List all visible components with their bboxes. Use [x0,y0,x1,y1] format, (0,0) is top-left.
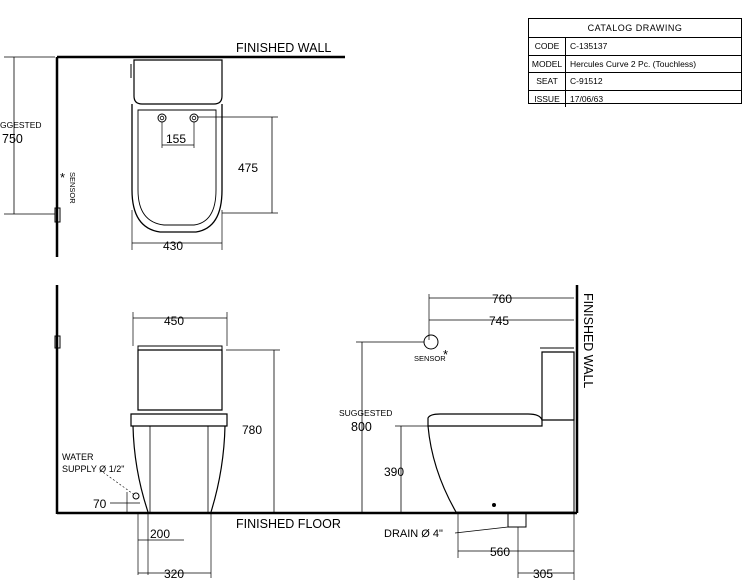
sensor-side-label: SENSOR [414,354,446,363]
top-view [4,55,345,257]
catalog-key: CODE [529,38,566,55]
suggested-left-value: 750 [2,132,23,146]
catalog-title-block: CATALOG DRAWING CODE C-135137 MODEL Herc… [528,18,742,107]
catalog-key: SEAT [529,73,566,90]
catalog-value: 17/06/63 [570,93,604,104]
front-view [54,285,440,578]
sensor-box-top [54,207,61,223]
bowl-top [131,104,223,233]
catalog-value: C-135137 [570,41,608,51]
catalog-title: CATALOG DRAWING [529,19,741,38]
finished-wall-top-label: FINISHED WALL [236,41,331,55]
catalog-row-seat: SEAT C-91512 [529,73,741,91]
drawing-text: FINISHED WALL FINISHED FLOOR FINISHED WA… [0,41,595,580]
dim-155: 155 [166,132,186,146]
water-supply-line1: WATER [62,452,94,462]
dim-745: 745 [489,314,509,328]
dim-390: 390 [384,465,404,479]
dim-70: 70 [93,497,107,511]
suggested-left-label: GGESTED [0,120,42,130]
side-view [356,285,579,580]
dim-560: 560 [490,545,510,559]
catalog-value: Hercules Curve 2 Pc. (Touchless) [570,58,697,69]
dim-305: 305 [533,567,553,580]
finished-floor-label: FINISHED FLOOR [236,517,341,531]
suggested-side-label: SUGGESTED [339,408,392,418]
catalog-row-code: CODE C-135137 [529,38,741,56]
catalog-row-model: MODEL Hercules Curve 2 Pc. (Touchless) [529,55,741,73]
dim-780: 780 [242,423,262,437]
sensor-asterisk-top: * [60,170,65,185]
drain-label: DRAIN Ø 4" [384,528,443,540]
dim-760: 760 [492,292,512,306]
dim-450: 450 [164,314,184,328]
tank-front [137,349,223,411]
suggested-side-value: 800 [351,420,372,434]
dim-200: 200 [150,527,170,541]
dim-475: 475 [238,161,258,175]
catalog-row-issue: ISSUE 17/06/63 [529,90,741,107]
sensor-top-label: SENSOR [68,172,77,204]
sensor-asterisk-side: * [443,347,448,362]
dim-430: 430 [163,239,183,253]
catalog-key: ISSUE [529,90,566,107]
finished-wall-side-label: FINISHED WALL [581,293,595,388]
dim-320: 320 [164,567,184,580]
catalog-value: C-91512 [570,76,603,86]
catalog-key: MODEL [529,55,566,72]
tank-top [133,59,223,105]
water-supply-line2: SUPPLY Ø 1/2" [62,464,124,474]
